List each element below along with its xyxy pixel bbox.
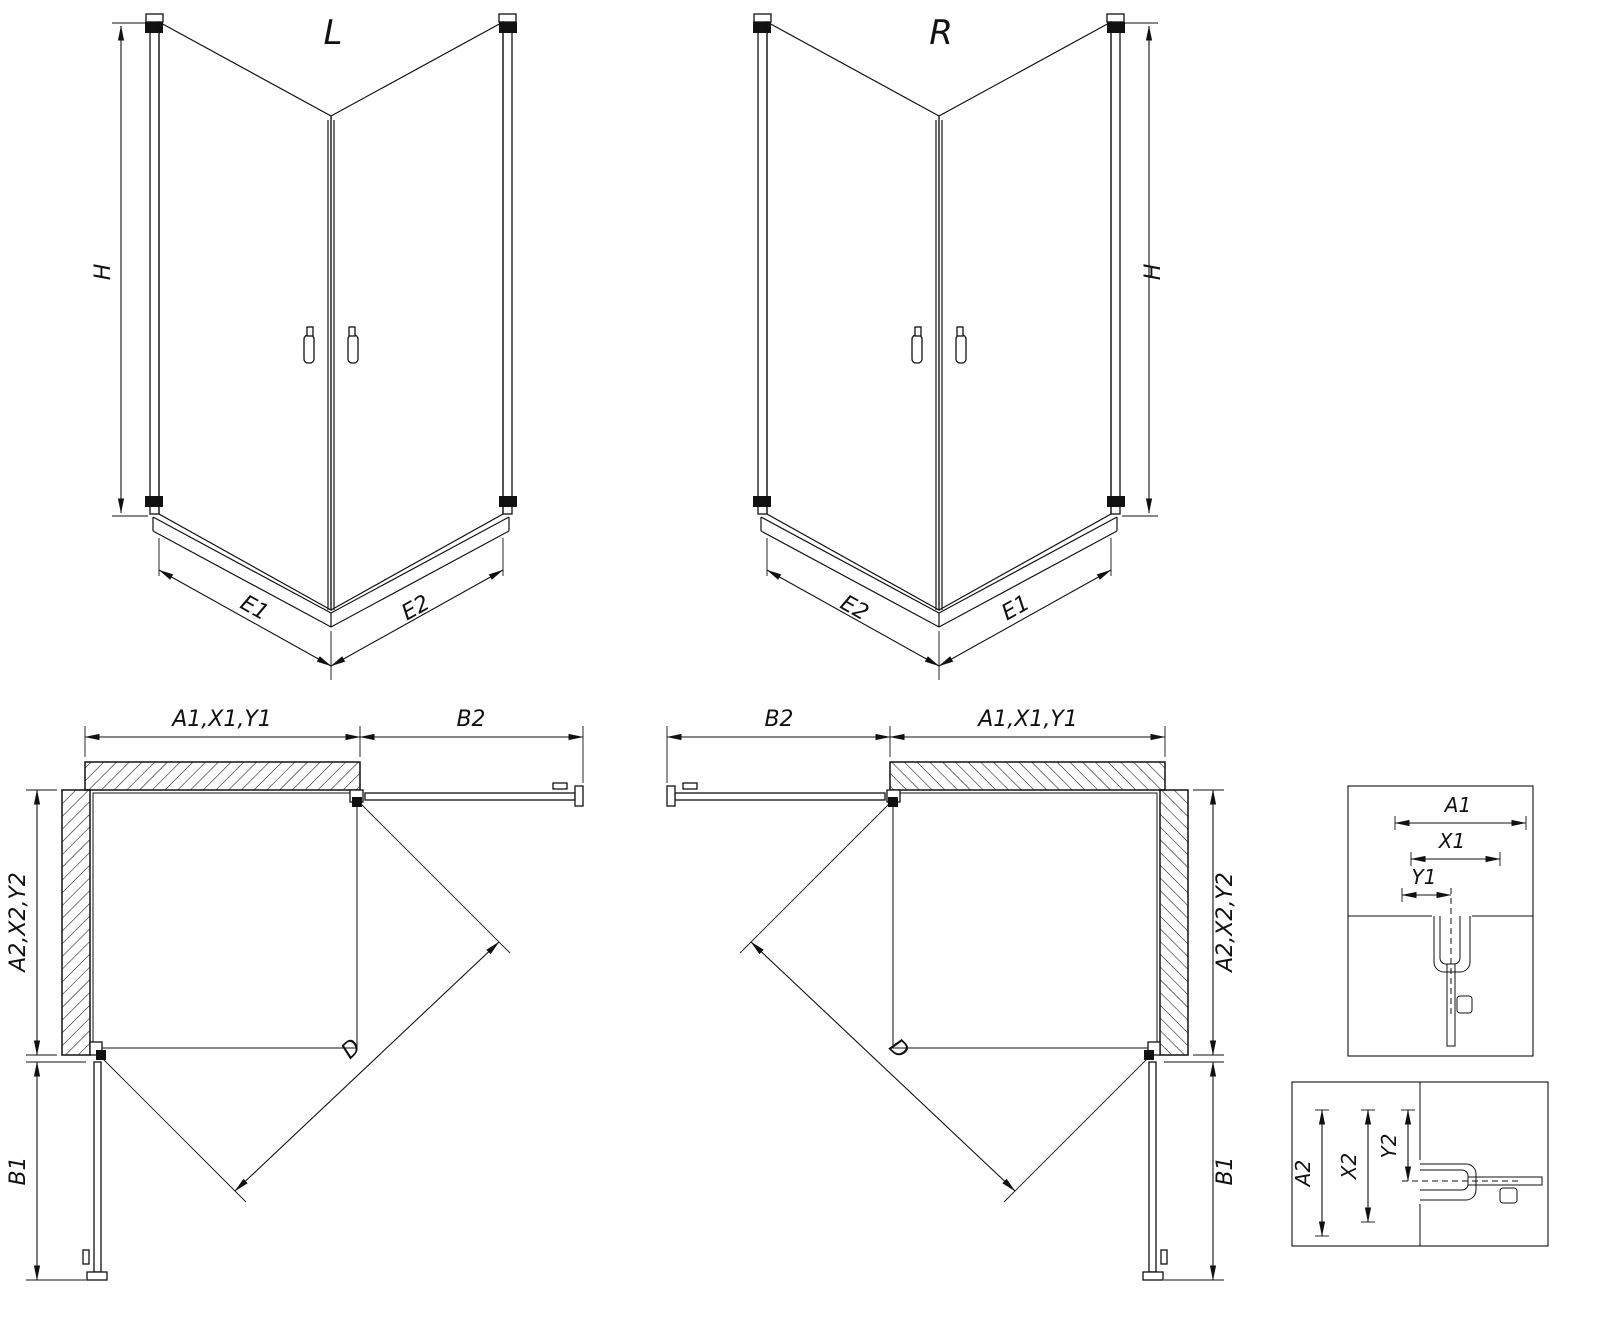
dim-label-b2-r: B2 [764,707,793,732]
dim-label-a2x2y2-l: A2,X2,Y2 [6,872,31,974]
dim-label-a1x1y1-r: A1,X1,Y1 [976,707,1078,732]
detail-label-x2: X2 [1337,1153,1361,1180]
view-title-l: L [324,13,343,53]
detail-dim-y1 [1401,888,1452,902]
labels-plan-r: B2 A1,X1,Y1 A2,X2,Y2 B1 D [764,707,1238,1186]
dim-label-d-l: D [337,1034,367,1064]
dim-label-e1-l: E1 [236,591,273,626]
dim-label-h-l: H [91,264,116,281]
detail-section-bottom: A2 X2 Y2 [1291,1081,1549,1247]
dim-label-h-r: H [1141,264,1166,281]
labels-perspective-l: L H E1 E2 [91,13,434,626]
detail-dim-x2 [1361,1109,1375,1223]
perspective-view-r [753,14,1158,680]
dim-label-e2-l: E2 [398,591,435,626]
dim-label-b1-l: B1 [6,1156,31,1185]
dim-label-b2-l: B2 [456,707,485,732]
plan-view-r [667,726,1224,1280]
detail-label-a1: A1 [1443,793,1471,817]
detail-section-top: A1 X1 Y1 [1347,785,1534,1057]
plan-view-l [26,726,583,1280]
dim-label-a1x1y1-l: A1,X1,Y1 [170,707,272,732]
detail-dim-y2 [1401,1109,1415,1182]
detail-label-a2: A2 [1291,1160,1315,1188]
dim-label-b1-r: B1 [1213,1156,1238,1185]
view-title-r: R [929,13,953,53]
wall-profile-section-top [1433,916,1473,1047]
perspective-view-l [112,14,517,680]
detail-dim-a1 [1394,816,1527,830]
detail-label-y1: Y1 [1412,865,1437,889]
detail-dim-a2 [1315,1109,1329,1237]
dim-label-d-r: D [884,1034,914,1064]
dim-label-a2x2y2-r: A2,X2,Y2 [1213,872,1238,974]
wall-profile-section-bottom [1420,1163,1543,1204]
detail-dim-x1 [1410,852,1501,866]
detail-label-x1: X1 [1438,829,1465,853]
detail-label-y2: Y2 [1377,1134,1401,1159]
dim-label-e2-r: E2 [836,591,873,626]
dim-label-e1-r: E1 [998,591,1035,626]
